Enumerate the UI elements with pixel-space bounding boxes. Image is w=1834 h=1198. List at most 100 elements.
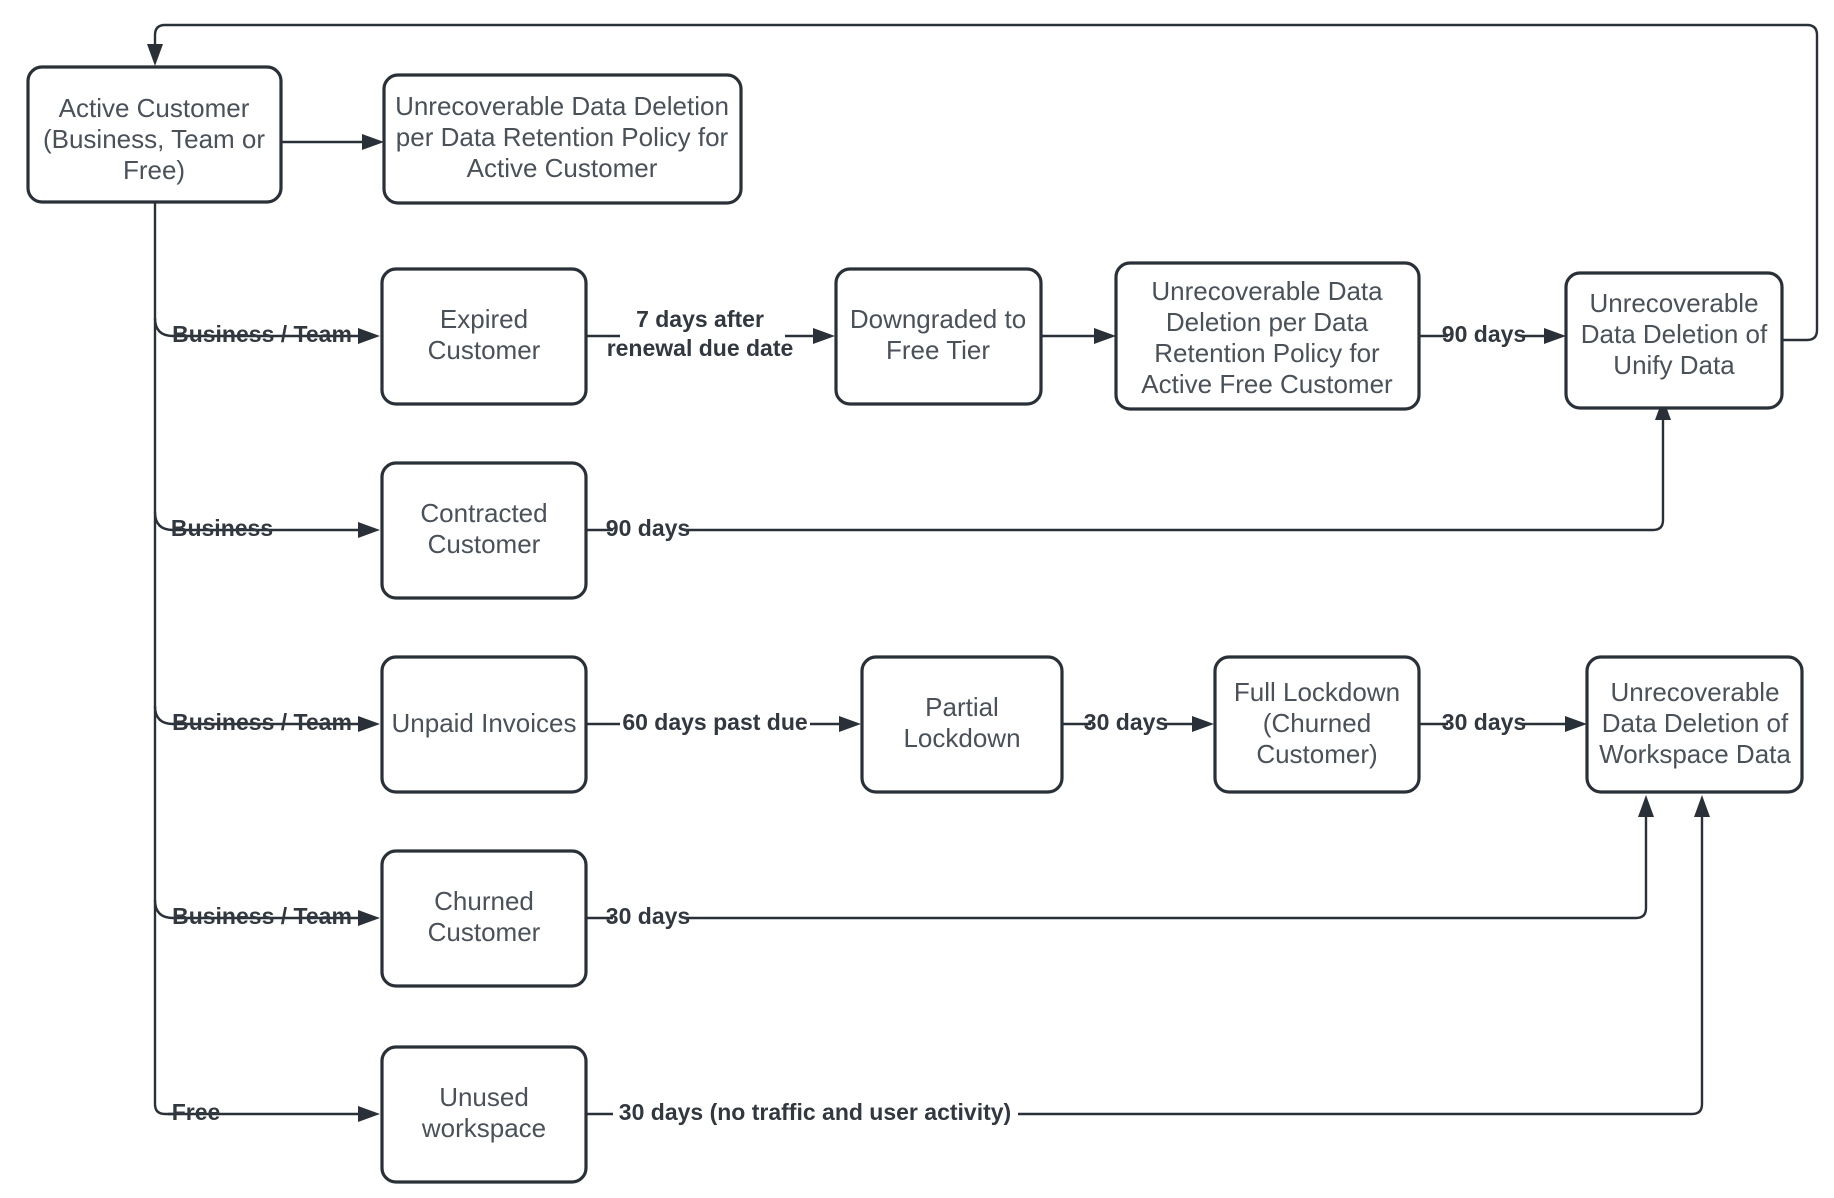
node-unrecoverable-active-line-3: Active Customer: [467, 153, 658, 183]
node-unrecoverable-active-line-1: Unrecoverable Data Deletion: [395, 91, 729, 121]
arrowhead-partial-to-full: [1192, 716, 1214, 732]
node-layer: Active Customer (Business, Team or Free)…: [26, 65, 1804, 1184]
edge-branch-unpaid: [153, 705, 362, 726]
edge-label-branch-contracted: Business: [171, 515, 273, 541]
edge-unify-to-active-customer: [153, 23, 1819, 342]
edge-label-contracted-to-unify: 90 days: [606, 515, 690, 541]
node-partial-lockdown-line-1: Partial: [925, 692, 999, 722]
node-unrecoverable-free-line-2: Deletion per Data: [1166, 307, 1369, 337]
arrowhead-expired-to-downgraded: [813, 328, 835, 344]
node-churned-customer[interactable]: Churned Customer: [380, 849, 588, 988]
node-contracted-customer-line-1: Contracted: [420, 498, 547, 528]
node-unrecoverable-workspace-line-2: Data Deletion of: [1602, 708, 1789, 738]
node-unrecoverable-free-line-3: Retention Policy for: [1154, 338, 1380, 368]
edge-label-branch-expired: Business / Team: [172, 321, 352, 347]
arrowhead-branch-churned: [358, 910, 380, 926]
node-active-customer[interactable]: Active Customer (Business, Team or Free): [26, 65, 283, 204]
node-unrecoverable-deletion-active-free-customer[interactable]: Unrecoverable Data Deletion per Data Ret…: [1114, 261, 1421, 411]
node-full-lockdown-churned-customer[interactable]: Full Lockdown (Churned Customer): [1213, 655, 1421, 794]
edge-label-branch-unpaid: Business / Team: [172, 709, 352, 735]
edge-unused-to-workspace: [585, 813, 1704, 1116]
node-downgraded-line-2: Free Tier: [886, 335, 990, 365]
node-unpaid-invoices[interactable]: Unpaid Invoices: [380, 655, 588, 794]
node-unrecoverable-unify-line-3: Unify Data: [1613, 350, 1735, 380]
edge-branch-expired: [153, 317, 362, 338]
arrowhead-full-to-workspace: [1565, 716, 1587, 732]
node-unrecoverable-free-line-4: Active Free Customer: [1141, 369, 1393, 399]
edge-branch-contracted: [153, 511, 362, 532]
edge-churned-to-workspace: [585, 813, 1648, 920]
arrowhead-unused-to-workspace: [1694, 795, 1710, 817]
edge-label-branch-unused: Free: [172, 1099, 221, 1125]
edge-label-layer: Business / Team Business Business / Team…: [171, 306, 1526, 1125]
node-unrecoverable-unify-line-2: Data Deletion of: [1581, 319, 1768, 349]
node-unrecoverable-deletion-active-customer[interactable]: Unrecoverable Data Deletion per Data Ret…: [382, 73, 743, 205]
node-partial-lockdown[interactable]: Partial Lockdown: [860, 655, 1064, 794]
node-contracted-customer[interactable]: Contracted Customer: [380, 461, 588, 600]
node-unrecoverable-deletion-workspace-data[interactable]: Unrecoverable Data Deletion of Workspace…: [1585, 655, 1804, 794]
edge-label-branch-churned: Business / Team: [172, 903, 352, 929]
arrowhead-free-policy-to-unify: [1544, 328, 1566, 344]
node-expired-customer-line-1: Expired: [440, 304, 528, 334]
arrowhead-unify-to-active-customer: [147, 44, 163, 66]
node-churned-customer-line-2: Customer: [428, 917, 541, 947]
edge-label-free-policy-to-unify: 90 days: [1442, 321, 1526, 347]
edge-contracted-to-unify: [585, 416, 1665, 532]
node-unrecoverable-unify-line-1: Unrecoverable: [1589, 288, 1758, 318]
edge-label-unused-to-workspace: 30 days (no traffic and user activity): [619, 1099, 1011, 1125]
node-unrecoverable-deletion-unify-data[interactable]: Unrecoverable Data Deletion of Unify Dat…: [1564, 271, 1784, 410]
node-expired-customer-line-2: Customer: [428, 335, 541, 365]
node-contracted-customer-line-2: Customer: [428, 529, 541, 559]
node-expired-customer[interactable]: Expired Customer: [380, 267, 588, 406]
node-unrecoverable-workspace-box[interactable]: [1585, 655, 1804, 794]
node-active-customer-line-2: (Business, Team or: [43, 124, 265, 154]
node-unrecoverable-workspace-line-1: Unrecoverable: [1610, 677, 1779, 707]
node-downgraded-to-free-tier[interactable]: Downgraded to Free Tier: [834, 267, 1043, 406]
node-partial-lockdown-line-2: Lockdown: [903, 723, 1020, 753]
edge-label-full-to-workspace: 30 days: [1442, 709, 1526, 735]
node-unrecoverable-workspace-line-3: Workspace Data: [1599, 739, 1791, 769]
node-downgraded-box[interactable]: [834, 267, 1043, 406]
arrowhead-branch-unused: [358, 1106, 380, 1122]
edge-label-expired-to-downgraded-line-1: 7 days after: [636, 306, 764, 332]
node-unused-workspace-line-2: workspace: [421, 1113, 546, 1143]
node-unused-workspace[interactable]: Unused workspace: [380, 1045, 588, 1184]
node-active-customer-line-3: Free): [123, 155, 185, 185]
arrowhead-branch-contracted: [358, 522, 380, 538]
edge-layer: [147, 23, 1819, 1122]
node-full-lockdown-line-1: Full Lockdown: [1234, 677, 1400, 707]
node-full-lockdown-box[interactable]: [1213, 655, 1421, 794]
edge-label-partial-to-full: 30 days: [1084, 709, 1168, 735]
arrowhead-unpaid-to-partial: [839, 716, 861, 732]
node-unrecoverable-active-box[interactable]: [382, 73, 743, 205]
node-downgraded-line-1: Downgraded to: [850, 304, 1026, 334]
edge-label-unpaid-to-partial: 60 days past due: [622, 709, 807, 735]
arrowhead-downgraded-to-unrecoverable-free: [1094, 328, 1116, 344]
node-unused-workspace-box[interactable]: [380, 1045, 588, 1184]
arrowhead-branch-expired: [358, 328, 380, 344]
node-unpaid-invoices-box[interactable]: [380, 655, 588, 794]
node-unrecoverable-free-line-1: Unrecoverable Data: [1151, 276, 1383, 306]
node-active-customer-line-1: Active Customer: [59, 93, 250, 123]
node-full-lockdown-line-3: Customer): [1256, 739, 1377, 769]
node-unpaid-invoices-line-1: Unpaid Invoices: [392, 708, 577, 738]
node-churned-customer-line-1: Churned: [434, 886, 534, 916]
node-contracted-customer-box[interactable]: [380, 461, 588, 600]
edge-branch-churned: [153, 899, 362, 920]
arrowhead-churned-to-workspace: [1638, 795, 1654, 817]
node-churned-customer-box[interactable]: [380, 849, 588, 988]
edge-label-churned-to-workspace: 30 days: [606, 903, 690, 929]
arrowhead-branch-unpaid: [358, 716, 380, 732]
edge-label-expired-to-downgraded-line-2: renewal due date: [607, 335, 794, 361]
node-unused-workspace-line-1: Unused: [439, 1082, 529, 1112]
node-full-lockdown-line-2: (Churned: [1263, 708, 1371, 738]
node-expired-customer-box[interactable]: [380, 267, 588, 406]
node-partial-lockdown-box[interactable]: [860, 655, 1064, 794]
node-active-customer-box[interactable]: [26, 65, 283, 204]
node-unrecoverable-free-box[interactable]: [1114, 261, 1421, 411]
node-unrecoverable-unify-box[interactable]: [1564, 271, 1784, 410]
edge-trunk-vertical: [153, 202, 175, 1116]
arrowhead-active-to-unrecoverable-active: [362, 134, 384, 150]
